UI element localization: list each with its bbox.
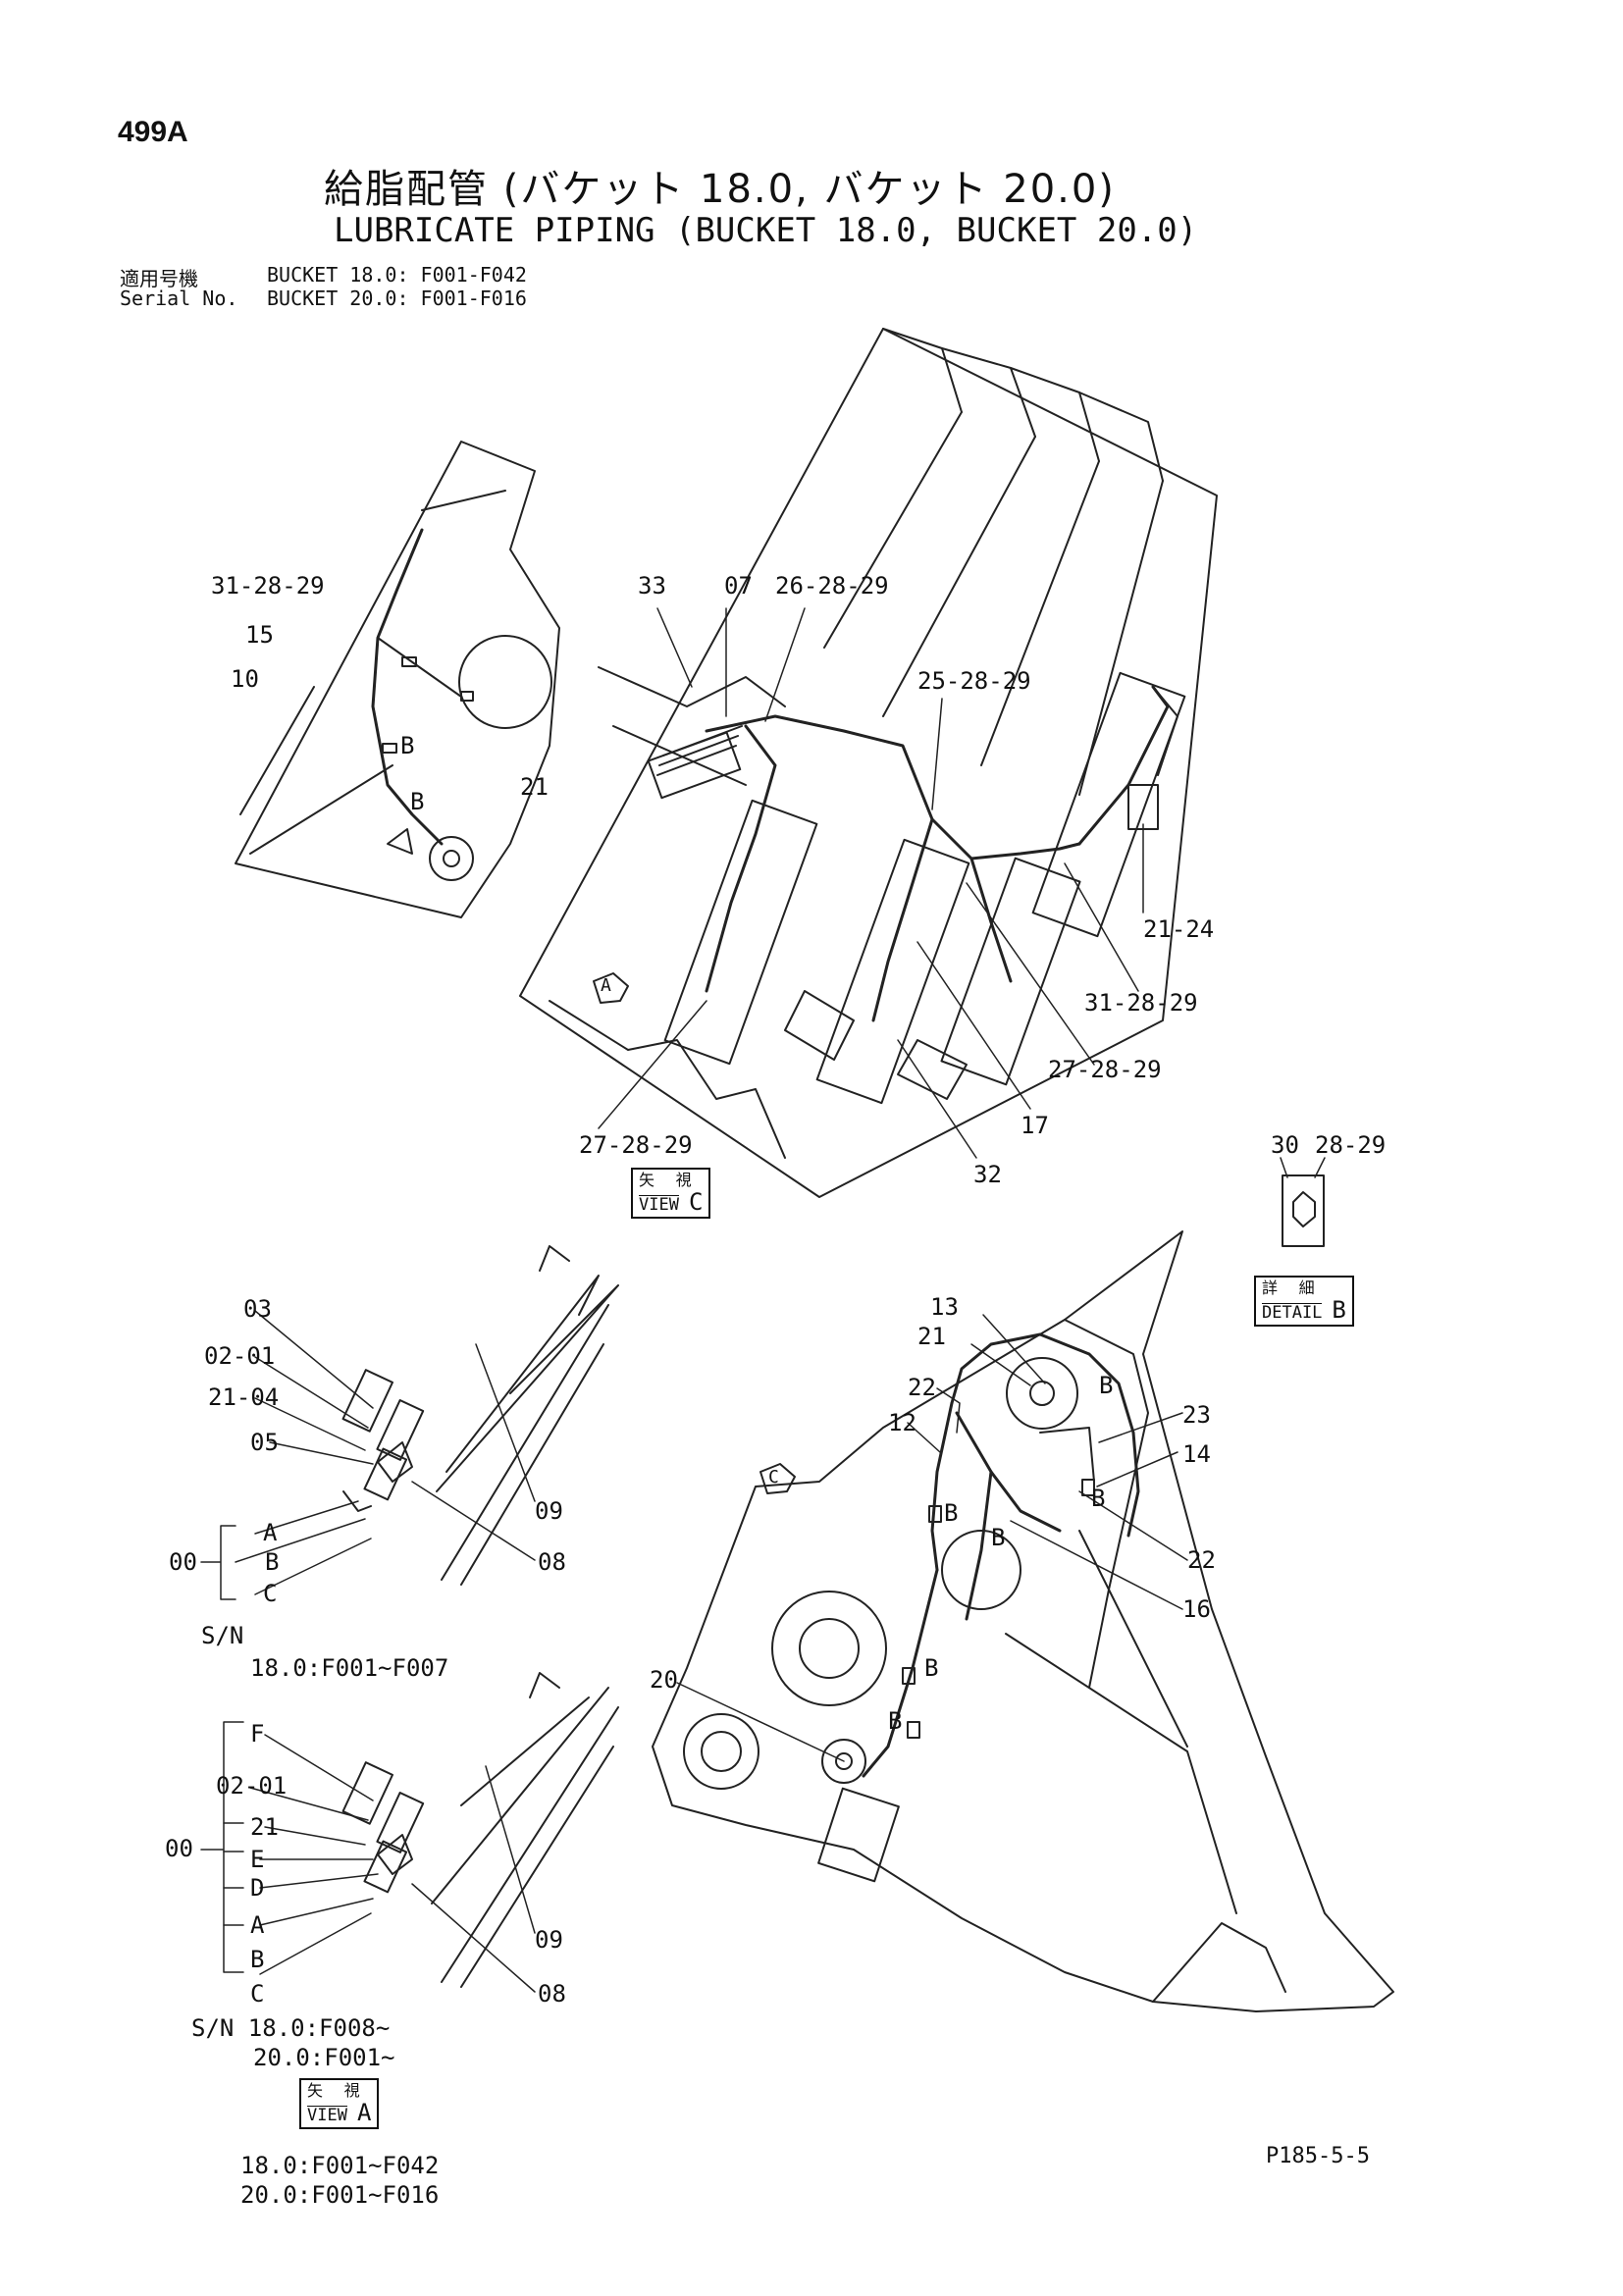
callout-13: 13 (930, 1293, 959, 1321)
sn-range-lower-20: 20.0:F001~ (253, 2044, 395, 2071)
page-reference: P185-5-5 (1266, 2144, 1370, 2168)
view-a-range-20: 20.0:F001~F016 (240, 2181, 440, 2209)
view-a-label-en: VIEW (307, 2106, 347, 2126)
callout-b-bucket-2: B (1091, 1485, 1106, 1512)
callout-21-24: 21-24 (1143, 915, 1215, 943)
serial-range-bucket-20: BUCKET 20.0: F001-F016 (267, 287, 527, 310)
callout-b-upper: B (265, 1548, 280, 1576)
callout-30: 30 (1271, 1131, 1299, 1159)
callout-c-upper: C (263, 1580, 278, 1607)
callout-20: 20 (650, 1666, 678, 1694)
callout-b-bucket-4: B (991, 1524, 1006, 1551)
callout-07: 07 (724, 572, 753, 600)
view-a-label-tag: A (356, 2098, 372, 2126)
view-c-label-jp: 矢 視 (639, 1171, 698, 1189)
callout-31-28-29-right: 31-28-29 (1084, 989, 1198, 1017)
sn-label-lower: S/N 18.0:F008~ (191, 2014, 391, 2042)
callout-f: F (250, 1720, 265, 1748)
view-c-label: 矢 視 VIEW C (631, 1168, 711, 1219)
view-c-label-tag: C (688, 1187, 704, 1216)
callout-e: E (250, 1846, 265, 1873)
callout-b-bucket-6: B (888, 1707, 903, 1735)
callout-08-lower: 08 (538, 1980, 566, 2008)
callout-21-top-left: 21 (520, 773, 549, 801)
title-english: LUBRICATE PIPING (BUCKET 18.0, BUCKET 20… (334, 211, 1198, 250)
view-a-range-18: 18.0:F001~F042 (240, 2152, 440, 2179)
callout-16: 16 (1182, 1595, 1211, 1623)
view-a-lower-drawing (341, 1672, 619, 1988)
view-c-direction-marker: C (768, 1467, 779, 1487)
view-a-direction-marker-shape (593, 972, 629, 1004)
serial-range-bucket-18: BUCKET 18.0: F001-F042 (267, 263, 527, 287)
detail-b-label-en: DETAIL (1262, 1303, 1323, 1324)
serial-label-en: Serial No. (120, 287, 238, 310)
callout-a-upper: A (263, 1519, 278, 1546)
callout-31-28-29-left: 31-28-29 (211, 572, 325, 600)
view-c-leaders (598, 607, 1144, 1159)
detail-b-label: 詳 細 DETAIL B (1254, 1276, 1354, 1327)
sn-range-upper: 18.0:F001~F007 (250, 1654, 449, 1682)
view-a-label-jp: 矢 視 (307, 2081, 366, 2100)
callout-b-bucket-5: B (924, 1654, 939, 1682)
callout-09-upper: 09 (535, 1497, 563, 1525)
callout-27-28-29-left: 27-28-29 (579, 1131, 693, 1159)
callout-17: 17 (1021, 1112, 1049, 1139)
view-a-label: 矢 視 VIEW A (299, 2078, 380, 2129)
callout-00-upper: 00 (169, 1548, 197, 1576)
detail-b-drawing (1280, 1157, 1326, 1247)
callout-09-lower: 09 (535, 1926, 563, 1954)
view-a-upper-drawing (341, 1245, 619, 1586)
callout-21-lower: 21 (250, 1813, 279, 1841)
bucket-leaders (676, 1314, 1188, 1762)
callout-14: 14 (1182, 1440, 1211, 1468)
callout-10: 10 (231, 665, 259, 693)
callout-27-28-29-right: 27-28-29 (1048, 1056, 1162, 1083)
callout-26-28-29: 26-28-29 (775, 572, 889, 600)
view-c-label-en: VIEW (639, 1195, 679, 1216)
callout-02-01-upper: 02-01 (204, 1342, 276, 1370)
callout-25-28-29: 25-28-29 (917, 667, 1031, 695)
callout-03: 03 (243, 1295, 272, 1323)
callout-22-upper: 22 (908, 1374, 936, 1401)
callout-22-lower: 22 (1187, 1546, 1216, 1574)
callout-21-04: 21-04 (208, 1383, 280, 1411)
callout-05: 05 (250, 1429, 279, 1456)
callout-b-top-left-2: B (410, 788, 425, 815)
view-a-lower-leaders (200, 1721, 536, 1993)
detail-b-label-jp: 詳 細 (1262, 1278, 1321, 1297)
callout-33: 33 (638, 572, 666, 600)
callout-12: 12 (888, 1409, 916, 1436)
bucket-side-drawing (652, 1230, 1394, 2012)
callout-a-lower: A (250, 1911, 265, 1939)
top-left-bracket-view (235, 441, 560, 918)
view-a-upper-leaders (200, 1310, 536, 1600)
detail-b-label-tag: B (1332, 1295, 1346, 1324)
sn-label-upper: S/N (201, 1622, 244, 1649)
callout-b-top-left-1: B (400, 732, 415, 759)
callout-23: 23 (1182, 1401, 1211, 1429)
page-code: 499A (118, 116, 188, 148)
callout-08-upper: 08 (538, 1548, 566, 1576)
callout-32: 32 (973, 1161, 1002, 1188)
callout-c-lower: C (250, 1980, 265, 2008)
callout-d: D (250, 1874, 265, 1902)
callout-b-bucket-3: B (944, 1499, 959, 1527)
callout-21-bucket: 21 (917, 1323, 946, 1350)
view-c-drawing (519, 328, 1218, 1198)
callout-b-lower: B (250, 1946, 265, 1973)
callout-15: 15 (245, 621, 274, 649)
callout-b-bucket-1: B (1099, 1372, 1114, 1399)
callout-00-lower: 00 (165, 1835, 193, 1862)
callout-28-29-detail: 28-29 (1315, 1131, 1387, 1159)
title-japanese: 給脂配管 (バケット 18.0, バケット 20.0) (324, 167, 1116, 212)
callout-02-01-lower: 02-01 (216, 1772, 288, 1800)
serial-label-jp: 適用号機 (120, 267, 198, 290)
view-a-direction-marker: A (601, 975, 611, 996)
